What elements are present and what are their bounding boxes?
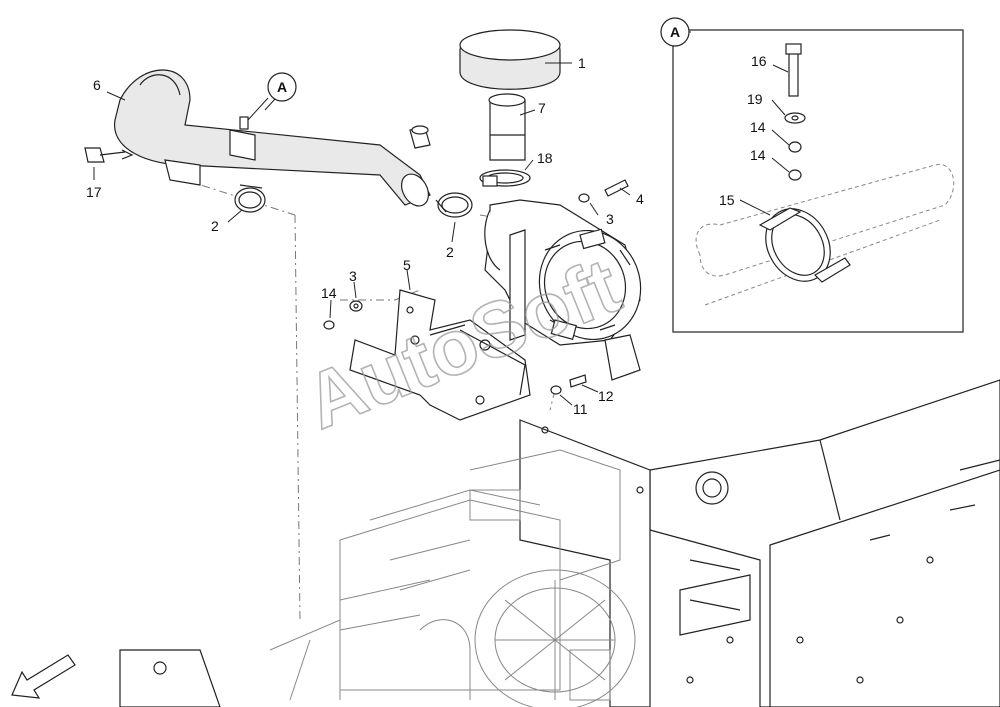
- callout-19: 19: [747, 91, 763, 107]
- detail-a-badge-top: A: [660, 17, 690, 47]
- callout-5: 5: [403, 257, 411, 273]
- direction-arrow-icon: [11, 654, 76, 699]
- callout-4: 4: [636, 191, 644, 207]
- hose-clamps: [229, 116, 531, 218]
- callout-3-left: 3: [349, 268, 357, 284]
- callout-11: 11: [573, 401, 588, 417]
- callout-a-badge: A: [264, 72, 297, 111]
- mounting-bracket: [349, 289, 531, 421]
- callout-16: 16: [751, 53, 767, 69]
- callout-14-left: 14: [321, 285, 337, 301]
- callout-18: 18: [537, 150, 553, 166]
- callout-a: A: [277, 79, 287, 95]
- callout-14-detail-top: 14: [750, 119, 766, 135]
- callout-2-right: 2: [446, 244, 454, 260]
- callout-17: 17: [86, 184, 102, 200]
- hose-clip-17: [84, 147, 134, 163]
- intake-hose: [114, 69, 431, 207]
- callout-labels: 1 7 18 6 A 17 2 2 4 3 5 3 14 12 11 16 19…: [86, 53, 767, 417]
- detail-view-a: [672, 29, 964, 333]
- fasteners: [323, 179, 629, 395]
- fitting: [409, 125, 431, 149]
- air-filter-assembly: [459, 29, 642, 381]
- callout-6: 6: [93, 77, 101, 93]
- machine-frame: [119, 379, 1000, 707]
- callout-7: 7: [538, 100, 546, 116]
- callout-14-detail-bottom: 14: [750, 147, 766, 163]
- callout-15: 15: [719, 192, 735, 208]
- engine-radiator-background: [269, 449, 636, 707]
- callout-2-left: 2: [211, 218, 219, 234]
- detail-a-label: A: [670, 24, 680, 40]
- callout-3-right: 3: [606, 211, 614, 227]
- callout-1: 1: [578, 55, 586, 71]
- callout-12: 12: [598, 388, 614, 404]
